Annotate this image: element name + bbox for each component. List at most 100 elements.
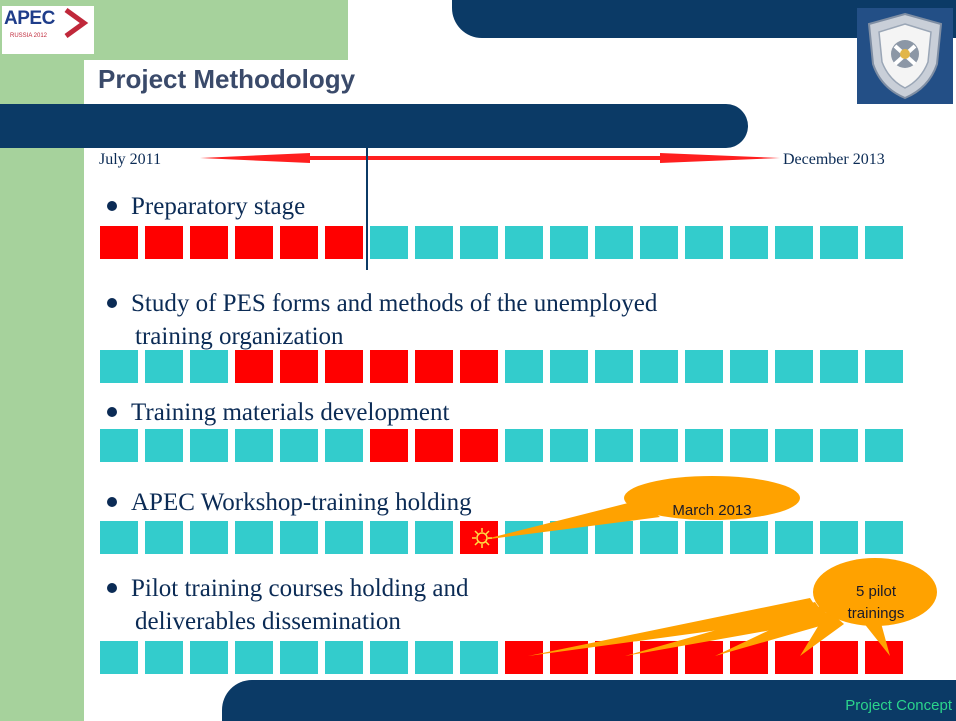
stage-item: Study of PES forms and methods of the un…: [103, 287, 657, 353]
month-cell-inactive: [865, 429, 903, 462]
month-cell-active: [370, 350, 408, 383]
month-cell-active: [415, 350, 453, 383]
stage-bar-row: [100, 226, 912, 259]
sun-icon: [472, 528, 492, 548]
pilot-callout: [528, 558, 937, 656]
month-cell-inactive: [190, 521, 228, 554]
month-cell-inactive: [235, 641, 273, 674]
stage-label-continued: deliverables dissemination: [135, 608, 401, 635]
month-cell-inactive: [640, 521, 678, 554]
month-cell-inactive: [145, 350, 183, 383]
month-cell-inactive: [505, 350, 543, 383]
month-cell-active: [100, 226, 138, 259]
month-cell-inactive: [685, 429, 723, 462]
logo-text: APEC: [4, 8, 55, 29]
month-cell-inactive: [820, 226, 858, 259]
month-cell-inactive: [370, 641, 408, 674]
stage-label: APEC Workshop-training holding: [131, 489, 472, 516]
month-cell-active: [280, 350, 318, 383]
month-cell-inactive: [685, 226, 723, 259]
month-cell-inactive: [595, 429, 633, 462]
page-title: Project Methodology: [98, 64, 356, 94]
month-cell-inactive: [505, 429, 543, 462]
month-cell-active: [235, 226, 273, 259]
month-cell-inactive: [325, 521, 363, 554]
month-cell-active: [820, 641, 858, 674]
month-cell-inactive: [640, 350, 678, 383]
stage-label-continued: training organization: [135, 323, 344, 350]
month-cell-inactive: [145, 521, 183, 554]
month-cell-inactive: [595, 521, 633, 554]
month-cell-inactive: [145, 641, 183, 674]
month-cell-inactive: [100, 641, 138, 674]
month-cell-inactive: [370, 226, 408, 259]
month-cell-inactive: [100, 521, 138, 554]
month-cell-inactive: [775, 521, 813, 554]
month-cell-inactive: [550, 429, 588, 462]
month-cell-inactive: [730, 521, 768, 554]
month-cell-active: [505, 641, 543, 674]
month-cell-inactive: [100, 429, 138, 462]
stage-bar-row: [100, 350, 912, 383]
stage-item: Training materials development: [103, 396, 449, 429]
month-cell-inactive: [280, 429, 318, 462]
month-cell-inactive: [685, 350, 723, 383]
month-cell-active: [460, 350, 498, 383]
month-cell-inactive: [235, 521, 273, 554]
month-cell-active: [145, 226, 183, 259]
month-cell-inactive: [190, 429, 228, 462]
month-cell-inactive: [235, 429, 273, 462]
month-cell-inactive: [775, 429, 813, 462]
month-cell-inactive: [550, 226, 588, 259]
march-callout-text: March 2013: [672, 502, 752, 519]
month-cell-inactive: [370, 521, 408, 554]
month-cell-inactive: [730, 350, 768, 383]
month-cell-inactive: [685, 521, 723, 554]
coat-of-arms-icon: [857, 8, 953, 104]
bullet-icon: [107, 497, 117, 508]
month-cell-active: [190, 226, 228, 259]
month-cell-inactive: [640, 226, 678, 259]
march-callout: [482, 476, 800, 540]
month-cell-inactive: [280, 641, 318, 674]
month-cell-inactive: [415, 521, 453, 554]
logo-subtext: RUSSIA 2012: [10, 33, 48, 39]
stage-item: APEC Workshop-training holding: [103, 486, 472, 519]
month-cell-inactive: [865, 521, 903, 554]
month-cell-inactive: [280, 521, 318, 554]
month-cell-active: [235, 350, 273, 383]
title-band: [0, 104, 748, 148]
timeline-arrow: [200, 153, 780, 163]
footer-label: Project Concept: [845, 697, 952, 714]
bullet-icon: [107, 298, 117, 309]
bottom-navy-bar: [222, 680, 956, 721]
month-cell-active: [325, 350, 363, 383]
month-cell-active: [685, 641, 723, 674]
bottom-white-block: [84, 680, 222, 721]
pilot-callout-text: 5 pilot trainings: [847, 583, 905, 622]
month-cell-inactive: [820, 521, 858, 554]
timeline-end-label: December 2013: [783, 151, 885, 168]
stage-bar-row: [100, 521, 912, 554]
bullet-icon: [107, 201, 117, 212]
stage-label: Study of PES forms and methods of the un…: [131, 290, 658, 317]
month-cell-inactive: [415, 226, 453, 259]
stage-label: Training materials development: [131, 399, 450, 426]
month-cell-inactive: [550, 350, 588, 383]
month-cell-inactive: [820, 350, 858, 383]
top-green-block: [84, 0, 348, 60]
month-cell-active: [370, 429, 408, 462]
current-date-marker: [366, 140, 368, 270]
month-cell-inactive: [460, 641, 498, 674]
apec-logo: [2, 6, 94, 54]
month-cell-inactive: [325, 429, 363, 462]
month-cell-inactive: [190, 641, 228, 674]
month-cell-inactive: [865, 226, 903, 259]
month-cell-inactive: [505, 226, 543, 259]
month-cell-inactive: [595, 350, 633, 383]
month-cell-inactive: [190, 350, 228, 383]
month-cell-active: [415, 429, 453, 462]
month-cell-inactive: [595, 226, 633, 259]
month-cell-active: [280, 226, 318, 259]
